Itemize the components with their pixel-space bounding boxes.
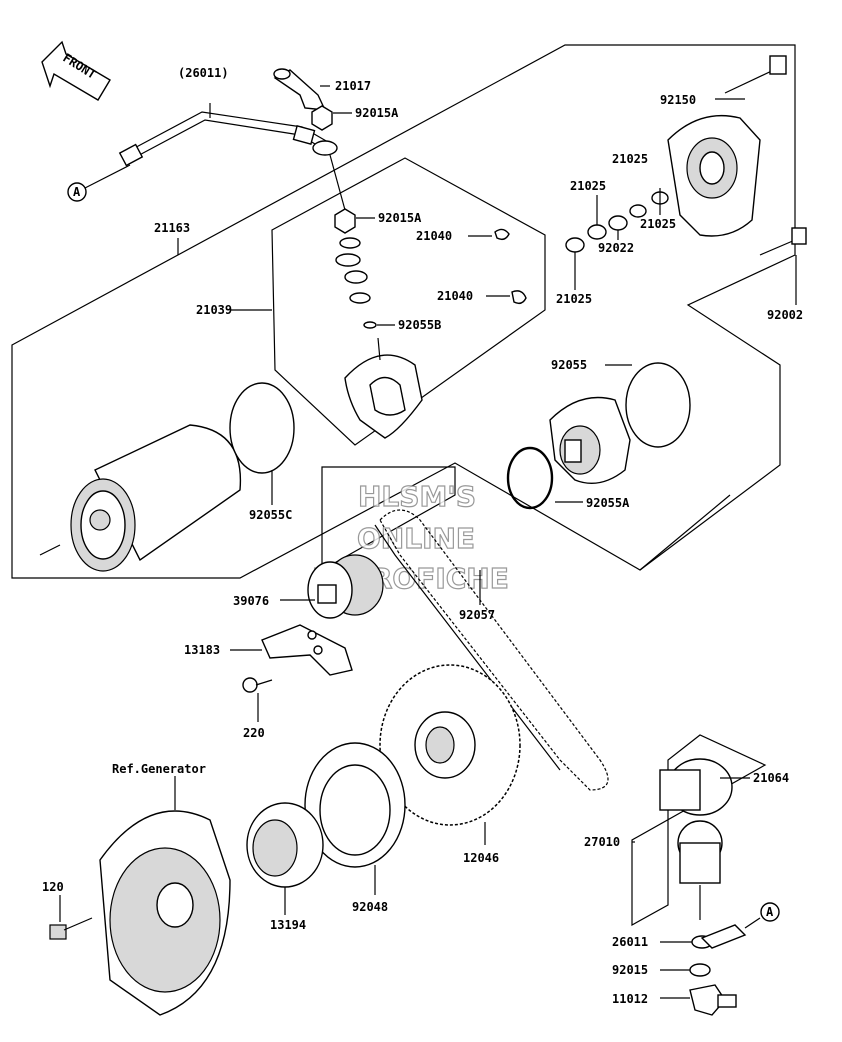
label-21040-b: 21040 — [437, 289, 473, 303]
part-21163-motor-yoke — [70, 424, 242, 572]
callout-a-bottom — [760, 902, 780, 922]
label-21025-c: 21025 — [640, 217, 676, 231]
part-21040-springs — [468, 228, 527, 305]
label-92057: 92057 — [459, 608, 495, 622]
leader-lines — [177, 188, 797, 999]
part-220-screw — [242, 677, 273, 722]
part-13183-bracket — [261, 624, 353, 676]
label-11012: 11012 — [612, 992, 648, 1006]
part-21017-terminal-cap — [273, 68, 330, 111]
callout-a-top — [67, 182, 87, 202]
part-26011-terminal-bottom: A — [691, 902, 780, 949]
label-39076: 39076 — [233, 594, 269, 608]
label-12046: 12046 — [463, 851, 499, 865]
part-labels: (26011) 21017 92015A 92015A 92150 21163 … — [42, 66, 803, 1006]
part-13194-starter-clutch — [246, 802, 324, 915]
part-27010-relay-group — [631, 734, 767, 927]
label-92150: 92150 — [660, 93, 696, 107]
part-end-cover — [667, 114, 761, 237]
part-92055-o-ring — [625, 362, 691, 448]
label-92015a-top: 92015A — [355, 106, 399, 120]
assembly-frames — [11, 44, 796, 579]
label-92022: 92022 — [598, 241, 634, 255]
label-13183: 13183 — [184, 643, 220, 657]
label-21064: 21064 — [753, 771, 789, 785]
part-92015a-nut-top — [311, 105, 352, 211]
label-21025-a: 21025 — [612, 152, 648, 166]
label-21025-b: 21025 — [570, 179, 606, 193]
starter-cable-top: A — [67, 103, 338, 202]
label-220: 220 — [243, 726, 265, 740]
label-92055c: 92055C — [249, 508, 292, 522]
label-92055b: 92055B — [398, 318, 441, 332]
part-120-bolt — [49, 895, 93, 940]
part-92055c-o-ring — [229, 382, 295, 474]
part-92055a-o-ring — [506, 446, 554, 510]
part-21039-brush-holder — [344, 337, 423, 439]
washer-stack — [335, 237, 395, 329]
label-21017: 21017 — [335, 79, 371, 93]
label-26011-top: (26011) — [178, 66, 229, 80]
label-92015a-mid: 92015A — [378, 211, 422, 225]
label-120: 120 — [42, 880, 64, 894]
part-92015-nut — [689, 963, 711, 977]
part-12046-sprocket — [379, 664, 521, 845]
part-92015a-nut-mid — [334, 208, 375, 234]
label-ref-generator: Ref.Generator — [112, 762, 206, 776]
part-generator-rotor — [99, 776, 231, 1016]
label-21163: 21163 — [154, 221, 190, 235]
front-direction-badge: FRONT — [41, 40, 111, 101]
label-92055: 92055 — [551, 358, 587, 372]
label-13194: 13194 — [270, 918, 306, 932]
label-92048: 92048 — [352, 900, 388, 914]
callout-a-top-text: A — [73, 185, 81, 199]
label-92015: 92015 — [612, 963, 648, 977]
part-92002-bolt — [759, 227, 807, 256]
part-front-cover — [549, 396, 631, 484]
part-11012-cap — [689, 984, 737, 1016]
watermark-line-2: ONLINE — [357, 522, 475, 555]
label-21025-d: 21025 — [556, 292, 592, 306]
label-27010: 27010 — [584, 835, 620, 849]
label-21039: 21039 — [196, 303, 232, 317]
part-39076-idler-gear — [307, 554, 384, 619]
label-26011-bottom: 26011 — [612, 935, 648, 949]
watermark-line-1: HLSM'S — [358, 480, 476, 513]
part-92150-bolt — [715, 55, 787, 100]
label-21040-a: 21040 — [416, 229, 452, 243]
part-92048-clutch-hub — [304, 742, 406, 895]
label-92002: 92002 — [767, 308, 803, 322]
callout-a-bottom-text: A — [766, 905, 774, 919]
label-92055a: 92055A — [586, 496, 630, 510]
